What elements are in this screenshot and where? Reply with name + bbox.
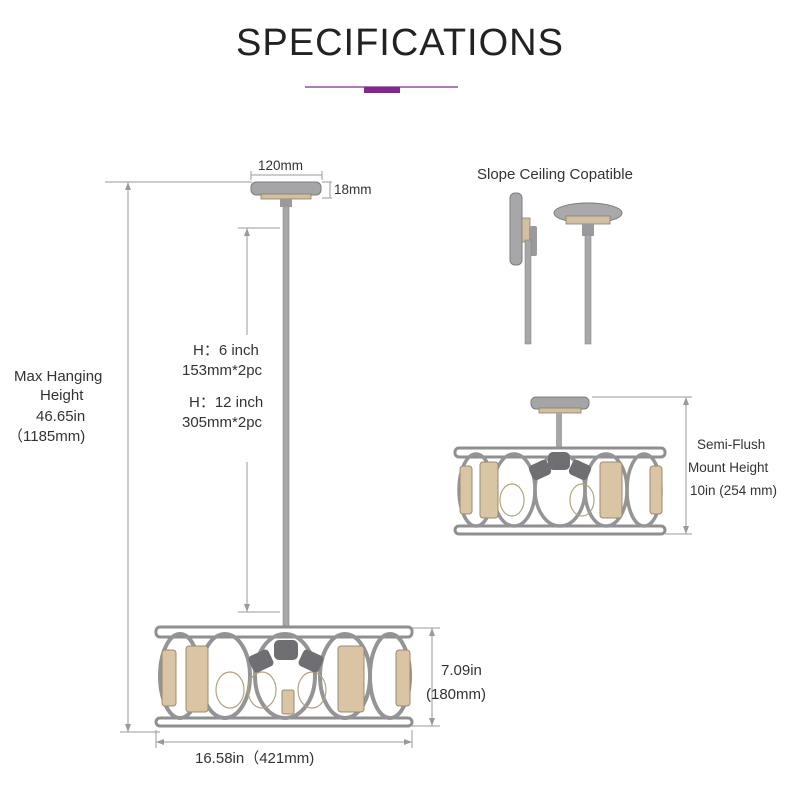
shade-width-label: 16.58in（421mm) xyxy=(195,750,315,767)
rod-short-label: H：6 inch xyxy=(193,342,259,359)
page-title: SPECIFICATIONS xyxy=(236,22,564,64)
shade-height-inches: 7.09in xyxy=(441,662,482,679)
max-height-dimension xyxy=(105,181,252,733)
max-hanging-inches: 46.65in xyxy=(36,408,86,425)
max-hanging-label: Max Hanging xyxy=(14,368,103,385)
max-hanging-label-2: Height xyxy=(40,387,84,404)
rod-short-count: 153mm*2pc xyxy=(182,362,263,379)
rod-long-count: 305mm*2pc xyxy=(182,414,263,431)
rod-dimension xyxy=(238,227,280,613)
shade-height-mm: (180mm) xyxy=(426,686,487,703)
canopy-width-dimension xyxy=(250,171,332,199)
semi-flush-dimension xyxy=(592,396,692,535)
canopy xyxy=(250,181,322,207)
semi-flush-height: 10in (254 mm) xyxy=(690,483,778,498)
title-accent-bar xyxy=(364,87,400,93)
shade-width-dimension xyxy=(155,730,413,748)
slope-ceiling-illustration xyxy=(509,192,623,345)
downrod xyxy=(282,205,290,627)
max-hanging-mm: （1185mm) xyxy=(8,428,86,445)
canopy-height-label: 18mm xyxy=(334,182,372,197)
semi-flush-illustration xyxy=(453,396,667,536)
slope-ceiling-caption: Slope Ceiling Copatible xyxy=(477,166,633,183)
canopy-width-label: 120mm xyxy=(258,158,304,173)
shade-height-dimension xyxy=(412,627,440,727)
rod-long-label: H：12 inch xyxy=(189,394,264,411)
main-shade xyxy=(154,625,414,728)
semi-flush-label: Semi-Flush xyxy=(697,437,766,452)
semi-flush-label-2: Mount Height xyxy=(688,460,769,475)
